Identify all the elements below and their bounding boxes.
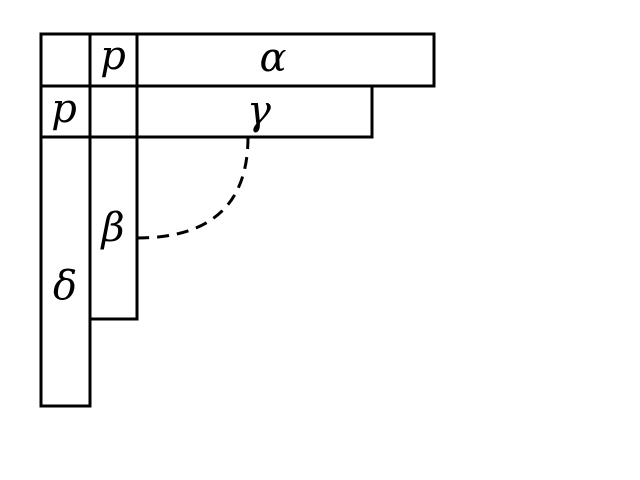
cell-delta	[39, 135, 92, 408]
cell-center-empty	[88, 84, 139, 139]
dashed-connector-arc	[136, 136, 250, 240]
cell-gamma	[135, 84, 374, 139]
label-alpha: α	[259, 35, 286, 81]
label-beta: β	[99, 205, 124, 251]
label-delta: δ	[53, 263, 77, 309]
label-gamma: γ	[247, 88, 271, 134]
cell-beta	[88, 135, 139, 321]
cell-top-left-empty	[39, 32, 92, 88]
label-left-p: p	[51, 86, 77, 132]
label-top-p: p	[100, 33, 126, 79]
